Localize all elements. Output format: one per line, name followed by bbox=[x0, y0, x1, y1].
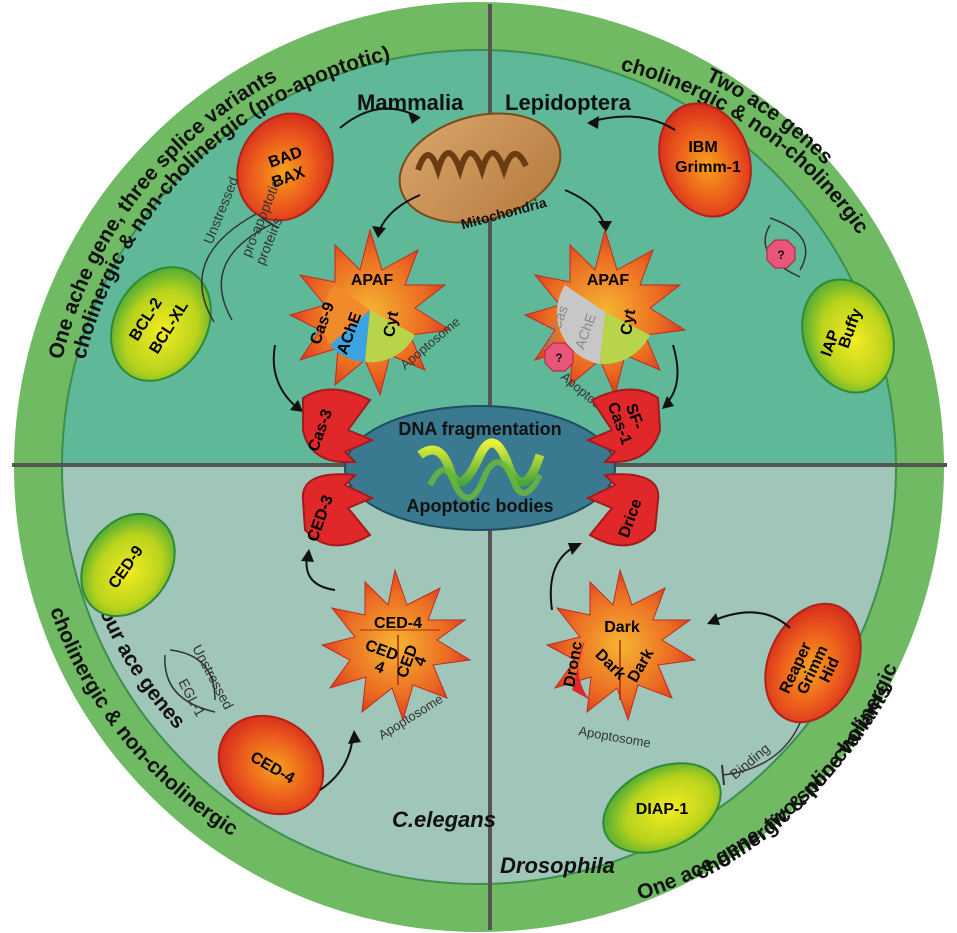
ced4-center-label: CED-4 bbox=[374, 615, 422, 632]
ibm-label: IBM bbox=[688, 139, 717, 156]
center-oval: DNA fragmentation Apoptotic bodies bbox=[345, 406, 615, 530]
dark-top-label: Dark bbox=[604, 619, 640, 636]
lepidoptera-question-icon: ? bbox=[767, 240, 795, 268]
diap1-label: DIAP-1 bbox=[636, 801, 689, 818]
title-celegans: C.elegans bbox=[392, 807, 496, 832]
svg-text:?: ? bbox=[555, 351, 562, 365]
apoptotic-bodies-label: Apoptotic bodies bbox=[407, 496, 554, 516]
lep-apaf-label: APAF bbox=[587, 272, 630, 289]
title-drosophila: Drosophila bbox=[500, 853, 615, 878]
dna-fragmentation-label: DNA fragmentation bbox=[398, 419, 561, 439]
grimm1-label: Grimm-1 bbox=[675, 159, 741, 176]
question-mark: ? bbox=[777, 248, 784, 262]
title-lepidoptera: Lepidoptera bbox=[505, 90, 632, 115]
apaf-label: APAF bbox=[351, 272, 394, 289]
